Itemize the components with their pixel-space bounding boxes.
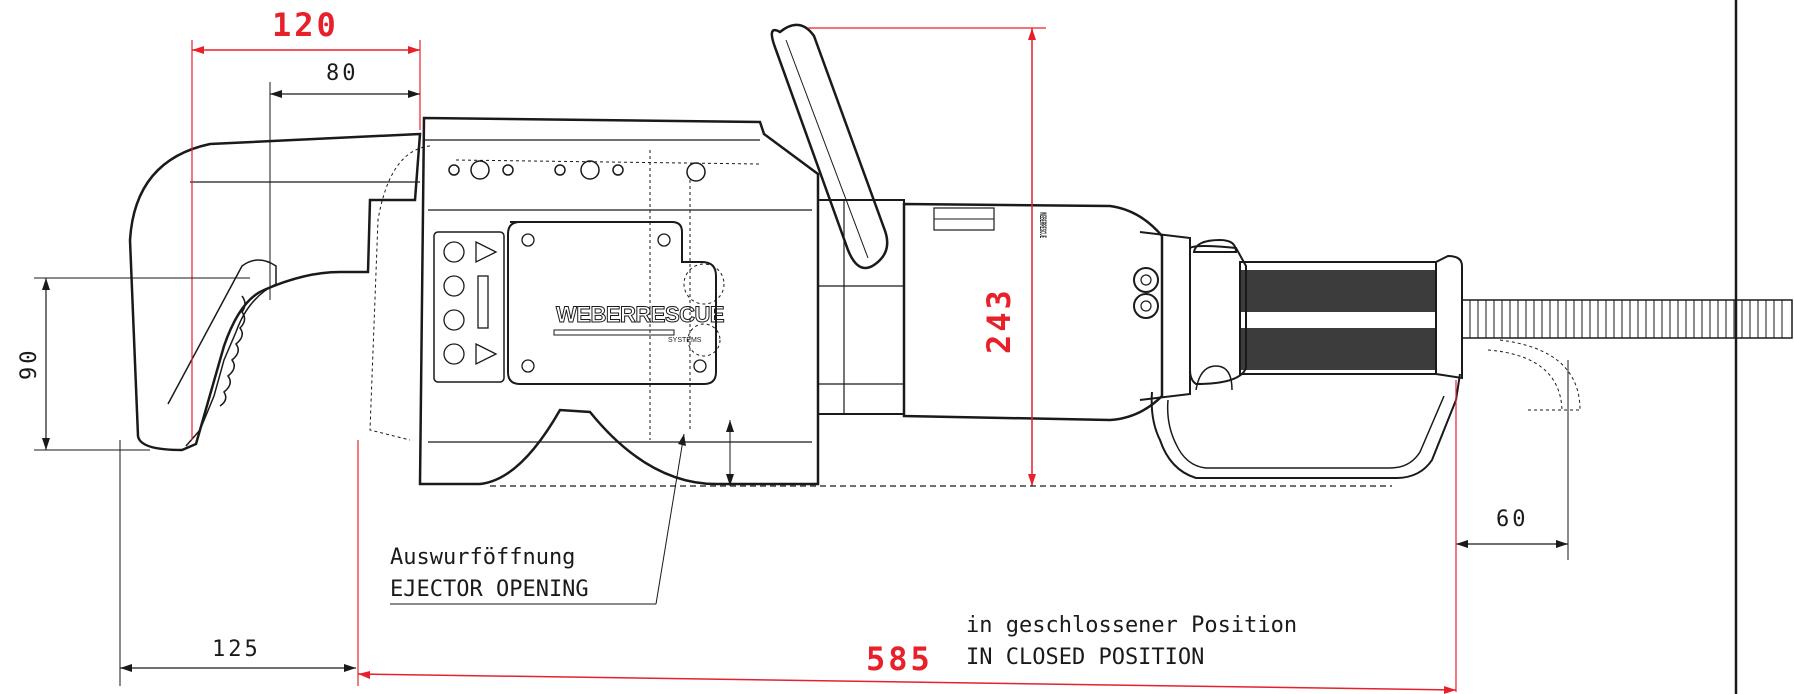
dimension-585: 585 (357, 380, 1457, 694)
dim-243-label: 243 (980, 287, 1018, 354)
brand-logo-text: WEBERRESCUE (556, 302, 724, 327)
plate-screw-2 (657, 233, 671, 247)
dimension-60: 60 (1456, 360, 1569, 560)
bolt-7 (686, 162, 706, 182)
symbol-circle-4 (443, 343, 465, 365)
plate-hidden-circle-2 (687, 323, 721, 357)
main-housing (418, 116, 820, 486)
handle-grip-end (1435, 254, 1463, 380)
carry-handle-inner (785, 39, 869, 259)
hose-ribbing (1469, 300, 1783, 338)
jaw-serration (219, 295, 246, 407)
plate-screw-4 (693, 359, 707, 373)
dimension-120: 120 (191, 6, 421, 440)
bolt-3 (502, 164, 514, 176)
closed-note-en: IN CLOSED POSITION (966, 645, 1204, 670)
coupling-bolt-1-inner (1140, 274, 1152, 286)
carry-handle (770, 23, 889, 270)
coupling-bolt-2-inner (1140, 300, 1152, 312)
housing-hidden-outline (369, 145, 761, 441)
dimension-243: 243 (808, 27, 1046, 486)
dimension-80: 80 (269, 61, 420, 300)
symbol-arrow-1 (475, 240, 498, 264)
hydraulic-cylinder (902, 202, 1164, 422)
coupling-bolt-2 (1133, 293, 1159, 319)
bolt-6 (612, 164, 624, 176)
symbol-circle-2 (443, 275, 465, 297)
baseline-dashed (490, 420, 1392, 487)
dimension-90: 90 (17, 277, 250, 451)
hydraulic-hose (1461, 299, 1793, 339)
ejector-leader-arrow (678, 434, 686, 446)
dim-60-label: 60 (1496, 507, 1529, 532)
trigger-guard (1150, 373, 1461, 479)
coupling-cap (1192, 238, 1238, 253)
symbol-arrow-2 (475, 342, 498, 366)
dimension-125: 125 (119, 440, 356, 686)
handle-grip (1239, 261, 1437, 375)
coupling-body (1189, 245, 1247, 386)
plate-screw-3 (521, 359, 535, 373)
coupling-recess (1195, 365, 1233, 391)
jaw-inner-blade (167, 259, 277, 447)
dim-585-label: 585 (866, 640, 933, 678)
symbol-bar (477, 275, 489, 329)
closed-note-de: in geschlossener Position (966, 613, 1297, 638)
ejector-leader (655, 433, 685, 605)
logo-plate (507, 221, 717, 385)
cutter-jaw (128, 132, 422, 452)
handle-grip-band-2 (1240, 328, 1436, 370)
tool-outline: WEBERRESCUE SYSTEMS WEBERRESCUE (128, 23, 1793, 486)
coupling-bolt-1 (1133, 267, 1159, 293)
symbol-circle-3 (443, 309, 465, 331)
ejector-note-en: EJECTOR OPENING (390, 577, 589, 602)
plate-hidden-circle (683, 263, 725, 305)
dim-120-label: 120 (272, 6, 339, 44)
ejector-note-de: Auswurföffnung (390, 545, 575, 570)
brand-logo-underline (553, 329, 675, 336)
brand-logo-sub: SYSTEMS (668, 337, 702, 344)
dim-125-label: 125 (212, 637, 261, 662)
coupling-neck (1139, 231, 1191, 401)
cylinder-collar (817, 199, 905, 415)
handle-grip-band-1 (1240, 270, 1436, 312)
dim-90-label: 90 (17, 348, 42, 381)
bolt-1 (448, 164, 460, 176)
plate-screw-1 (521, 233, 535, 247)
trigger-guard-inner (1166, 395, 1445, 469)
bolt-4 (554, 164, 566, 176)
symbol-circle-1 (443, 241, 465, 263)
bolt-2 (470, 160, 490, 180)
ejector-note: Auswurföffnung EJECTOR OPENING (390, 433, 686, 605)
symbol-plate (433, 231, 505, 383)
closed-position-note: in geschlossener Position IN CLOSED POSI… (966, 613, 1297, 670)
cylinder-brand-mark: WEBERRESCUE (1038, 212, 1048, 238)
dim-80-label: 80 (326, 61, 359, 86)
bolt-5 (580, 160, 600, 180)
hose-bend-hidden (1487, 339, 1581, 411)
